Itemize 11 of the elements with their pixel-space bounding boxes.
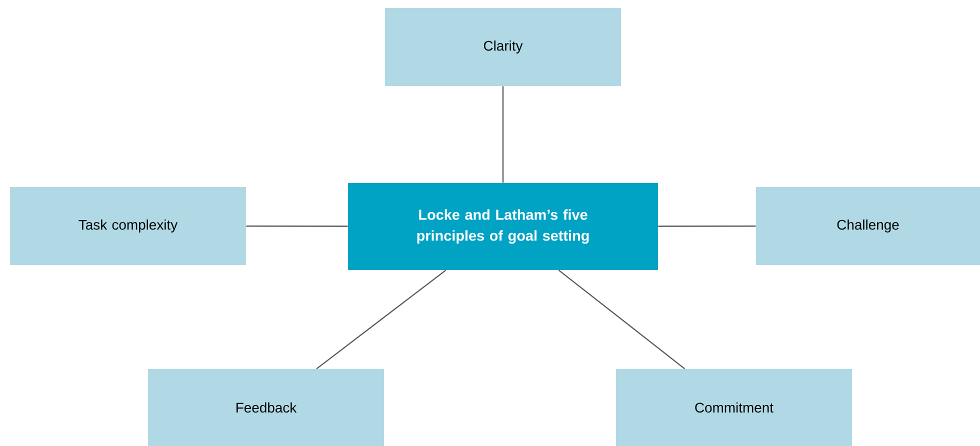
principle-box: Clarity [385,8,621,86]
connector-line [246,226,348,227]
connector-line [316,270,446,370]
connector-line [502,86,504,183]
central-box: Locke and Latham’s five principles of goal setting [348,183,658,270]
principle-box: Feedback [148,369,384,446]
connector-line [658,226,756,227]
principle-box: Commitment [616,369,852,446]
principle-box: Challenge [756,187,980,265]
connector-line [558,270,686,370]
principle-box: Task complexity [10,187,246,265]
